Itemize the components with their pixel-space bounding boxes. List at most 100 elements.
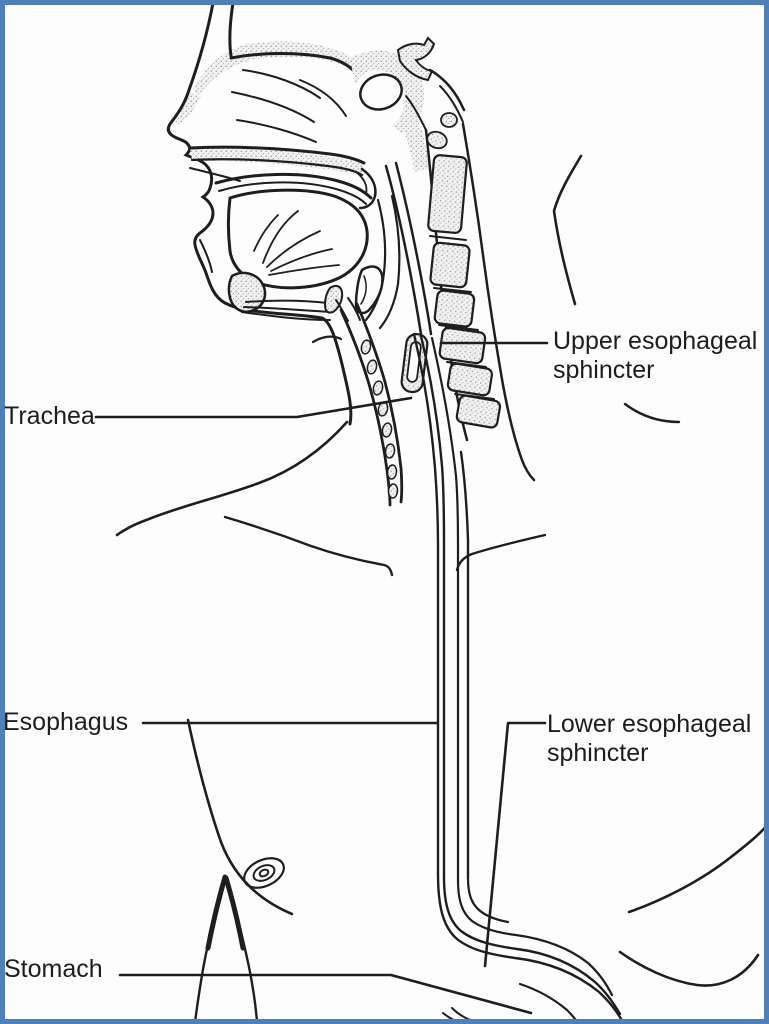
soft-palate-inner <box>355 171 368 195</box>
hyoid-stipple <box>323 284 344 314</box>
left-chest-line <box>186 718 294 916</box>
pharynx <box>311 161 433 344</box>
turbinate-2 <box>231 91 315 123</box>
mouth-and-tongue <box>214 172 373 290</box>
nipple-mid <box>252 864 276 882</box>
right-collarbone <box>455 533 547 572</box>
esophagus-wall-c <box>459 450 470 880</box>
axis-stipple <box>440 112 458 128</box>
tracheal-ring-6 <box>384 443 396 459</box>
torso <box>115 154 769 1024</box>
leader-lines <box>94 341 549 1015</box>
lower-esophageal-sphincter-label-line2: sphincter <box>547 739 649 767</box>
mouth-roof-inner <box>218 181 367 205</box>
mylohyoid-2 <box>243 306 331 313</box>
tracheal-ring-8 <box>387 483 399 499</box>
nipple-outer <box>243 857 285 889</box>
upper-esophageal-sphincter-label: Upper esophageal sphincter <box>553 327 757 385</box>
mylohyoid-3 <box>241 311 331 321</box>
tracheal-ring-5 <box>381 422 393 438</box>
atlas-stipple <box>426 130 448 150</box>
lower-right-curve <box>618 950 760 987</box>
trachea-label: Trachea <box>4 402 95 430</box>
upper-esophageal-sphincter-label-line1: Upper esophageal <box>553 327 758 355</box>
soft-palate <box>358 167 377 210</box>
jaw-and-floor-of-mouth <box>227 271 344 321</box>
larynx-line-2 <box>347 297 361 321</box>
pharynx-front-wall <box>384 164 423 336</box>
lower-esophageal-sphincter-leader <box>483 721 547 968</box>
sphenoid-sinus <box>359 73 403 111</box>
spine-top-link-2 <box>439 85 464 123</box>
sella-process-stipple <box>396 36 436 82</box>
turbinate-3 <box>236 119 317 143</box>
turbinate-1 <box>242 69 321 99</box>
disc-4 <box>446 361 487 368</box>
disc-2 <box>433 287 472 293</box>
tongue-line-5 <box>253 214 279 252</box>
tongue-line-4 <box>268 264 340 276</box>
vertebra-4 <box>438 326 487 365</box>
tracheal-ring-2 <box>366 359 378 375</box>
tracheal-ring-3 <box>372 380 384 396</box>
pharynx-back-wall <box>394 161 433 336</box>
hard-palate-top <box>188 145 366 165</box>
nose-bridge-stipple <box>173 92 201 126</box>
mouth-roof-outer <box>214 172 373 200</box>
disc-3 <box>438 324 479 331</box>
hard-palate-bottom <box>190 158 364 177</box>
tongue-line-2 <box>266 230 321 268</box>
vertebra-1 <box>427 154 468 234</box>
disc-5 <box>454 393 495 400</box>
vertebra-2 <box>429 241 471 289</box>
cardia-curve <box>466 876 510 924</box>
tracheal-ring-7 <box>386 464 398 480</box>
tracheal-ring-1 <box>360 339 372 355</box>
trachea-right-wall <box>355 302 404 504</box>
face-profile-outline <box>166 1 324 320</box>
esophagus-lumen <box>430 336 460 882</box>
laryngeal-fold-dash <box>311 335 343 344</box>
spine-back-edge <box>461 122 536 482</box>
stomach-label: Stomach <box>4 955 103 983</box>
epiglottis-inner <box>360 275 367 305</box>
stomach-leader <box>118 973 533 1015</box>
esophagus-label: Esophagus <box>3 708 129 736</box>
lower-esophageal-sphincter-label-line1: Lower esophageal <box>547 710 752 738</box>
fauces-back <box>378 194 401 330</box>
stomach <box>436 872 626 1024</box>
frontal-bone-stipple <box>193 41 362 95</box>
tongue-line-3 <box>270 248 333 272</box>
turbinate-4 <box>299 79 347 117</box>
disc-1 <box>429 235 467 241</box>
mylohyoid-1 <box>245 299 329 304</box>
stomach-lumen-curve <box>456 878 614 997</box>
vertebra-3 <box>433 289 476 328</box>
clivus-stipple <box>402 100 430 172</box>
tongue-outline <box>227 188 369 290</box>
trachea <box>335 297 404 507</box>
nasal-roof-line <box>229 52 360 77</box>
skull-base-line <box>428 68 466 112</box>
pectoral-fold-left <box>193 875 227 1024</box>
esophagus-wall-a <box>412 332 440 876</box>
left-shoulder <box>115 420 349 537</box>
esophagus <box>412 332 470 882</box>
vertebral-column <box>405 85 536 482</box>
chin-crease <box>199 239 213 273</box>
stomach-top-curve <box>436 872 626 1024</box>
skull-and-face <box>166 1 466 426</box>
skull-inner-line <box>228 1 235 58</box>
spine-top-link-1 <box>405 95 427 131</box>
trapezius-curve <box>623 402 681 424</box>
right-waist-line <box>627 822 769 914</box>
lower-esophageal-sphincter-label: Lower esophageal sphincter <box>547 710 751 768</box>
left-collarbone <box>223 515 394 577</box>
tongue-line-1 <box>262 210 299 264</box>
esophagus-wall-b <box>419 334 446 879</box>
neck-back-outline <box>552 154 583 306</box>
